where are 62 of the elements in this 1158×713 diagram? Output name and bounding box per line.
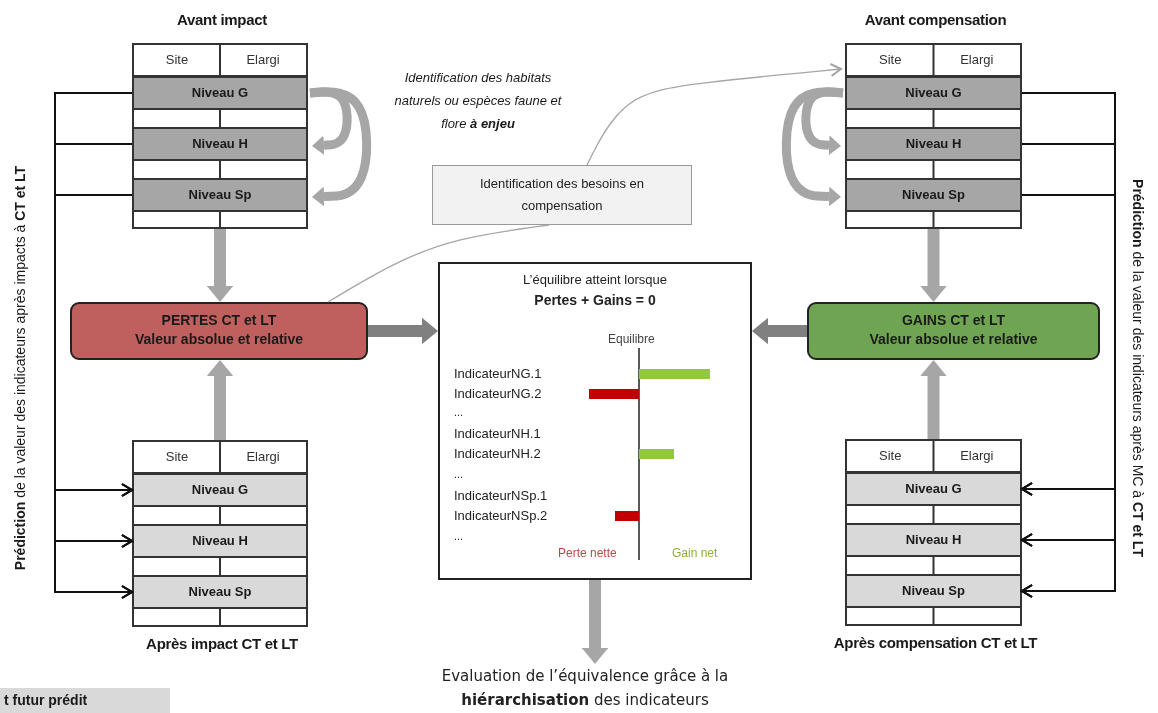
loss-box (70, 302, 368, 360)
level-row: Niveau Sp (134, 178, 306, 212)
column-header: Site (164, 449, 190, 464)
table-heading: Avant compensation (863, 11, 1008, 28)
level-row: Niveau G (847, 76, 1020, 110)
ellipsis: ... (454, 468, 464, 480)
balance-panel (438, 262, 752, 580)
level-row: Niveau Sp (134, 575, 306, 609)
column-header: Elargi (959, 52, 995, 67)
connector-line (327, 224, 550, 303)
block-arrow (920, 360, 947, 439)
column-header: Elargi (245, 52, 281, 67)
ellipsis: ... (454, 530, 464, 542)
block-arrow (920, 229, 947, 302)
indicator-label: IndicateurNSp.2 (454, 508, 548, 523)
block-arrow (368, 317, 438, 345)
equation-text: Pertes + Gains = 0 (533, 292, 657, 308)
table-heading: Après impact CT et LT (145, 635, 299, 652)
annotation-text: Identification des habitats naturels ou espèces faune et flore à enjeu (393, 69, 563, 133)
block-arrow (309, 87, 372, 207)
table-heading: Avant impact (175, 11, 268, 28)
chart-caption: Gain net (672, 546, 718, 560)
box-title: PERTES CT et LT (160, 312, 278, 328)
level-row: Niveau G (134, 76, 306, 110)
level-row: Niveau Sp (847, 178, 1020, 212)
ellipsis: ... (454, 406, 464, 418)
box-title: GAINS CT et LT (900, 312, 1007, 328)
indicator-label: IndicateurNH.2 (454, 446, 541, 461)
block-arrow (781, 87, 844, 207)
box-subtitle: Valeur absolue et relative (133, 331, 305, 347)
column-header: Elargi (959, 448, 995, 463)
table-heading: Après compensation CT et LT (832, 634, 1039, 651)
level-row: Niveau H (847, 523, 1020, 557)
column-header: Elargi (245, 449, 281, 464)
block-arrow (206, 360, 234, 440)
level-row: Niveau Sp (847, 574, 1020, 608)
column-header: Site (878, 52, 903, 67)
panel-text: L’équilibre atteint lorsque (522, 272, 668, 287)
vertical-note: Prédiction de la valeur des indicateurs après MC à CT et LT (1130, 178, 1146, 559)
indicator-label: IndicateurNSp.1 (454, 488, 548, 503)
level-row: Niveau G (134, 473, 306, 507)
block-arrow (752, 317, 807, 345)
column-header: Site (164, 52, 190, 67)
process-box: Identification des besoins en compensation (432, 165, 692, 225)
level-row: Niveau H (847, 127, 1020, 161)
level-row: Niveau H (134, 524, 306, 558)
chart-caption: Perte nette (558, 546, 617, 560)
level-row: Niveau H (134, 127, 306, 161)
vertical-note: Prédiction de la valeur des indicateurs après impacts à CT et LT (12, 164, 28, 573)
indicator-label: IndicateurNH.1 (454, 426, 541, 441)
block-arrow (206, 229, 234, 302)
indicator-label: IndicateurNG.2 (454, 386, 542, 401)
conclusion-text: Evaluation de l’équivalence grâce à la hiérarchisation des indicateurs (385, 664, 785, 712)
block-arrow (581, 580, 609, 664)
arrow (586, 63, 842, 166)
banner-label: t futur prédit (0, 688, 170, 713)
box-subtitle: Valeur absolue et relative (868, 331, 1039, 347)
gain-box (807, 302, 1100, 360)
level-row: Niveau G (847, 472, 1020, 506)
axis-label: Equilibre (608, 332, 655, 346)
indicator-label: IndicateurNG.1 (454, 366, 542, 381)
column-header: Site (878, 448, 903, 463)
